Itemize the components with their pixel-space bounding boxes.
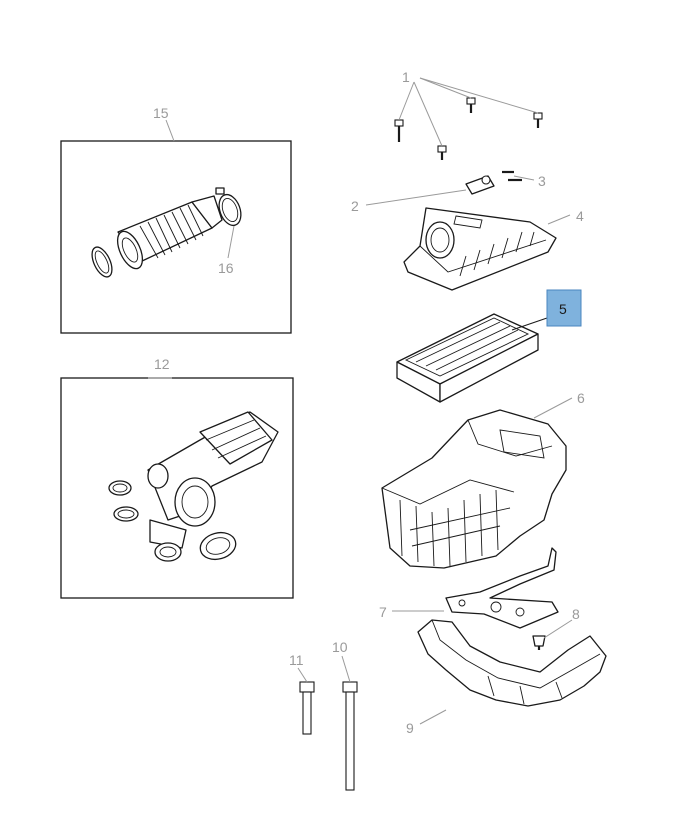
part-7-bracket[interactable] — [445, 547, 559, 629]
part-15-intake-hose[interactable] — [88, 187, 245, 280]
callout-8[interactable]: 8 — [572, 606, 580, 622]
callout-11[interactable]: 11 — [289, 652, 304, 668]
part-4-air-cleaner-cover[interactable] — [403, 207, 557, 291]
callout-10[interactable]: 10 — [332, 639, 348, 655]
callout-3[interactable]: 3 — [538, 173, 546, 189]
part-12-air-duct-assembly[interactable] — [108, 411, 279, 563]
callout-15[interactable]: 15 — [153, 105, 169, 121]
part-8-clip[interactable] — [532, 635, 546, 650]
callout-7[interactable]: 7 — [379, 604, 387, 620]
part-11-short-bolt[interactable] — [299, 681, 315, 735]
leader-lines — [148, 77, 573, 725]
part-6-air-cleaner-housing[interactable] — [381, 409, 567, 569]
callout-5-highlight-box — [546, 289, 582, 327]
part-10-long-bolt[interactable] — [342, 681, 358, 791]
callout-16[interactable]: 16 — [218, 260, 234, 276]
part-3-screws[interactable] — [502, 170, 522, 182]
callout-2[interactable]: 2 — [351, 198, 359, 214]
callout-1[interactable]: 1 — [402, 69, 410, 85]
callout-5[interactable]: 5 — [559, 301, 567, 317]
detail-frame-12 — [60, 377, 294, 599]
callout-6[interactable]: 6 — [577, 390, 585, 406]
callout-4[interactable]: 4 — [576, 208, 584, 224]
detail-frame-15 — [60, 140, 292, 334]
callout-9[interactable]: 9 — [406, 720, 414, 736]
part-9-intake-duct[interactable] — [417, 619, 607, 707]
part-2-sensor[interactable] — [465, 175, 495, 195]
part-1-bolts[interactable] — [394, 97, 543, 160]
part-5-air-filter[interactable] — [396, 313, 539, 403]
callout-12[interactable]: 12 — [154, 356, 170, 372]
